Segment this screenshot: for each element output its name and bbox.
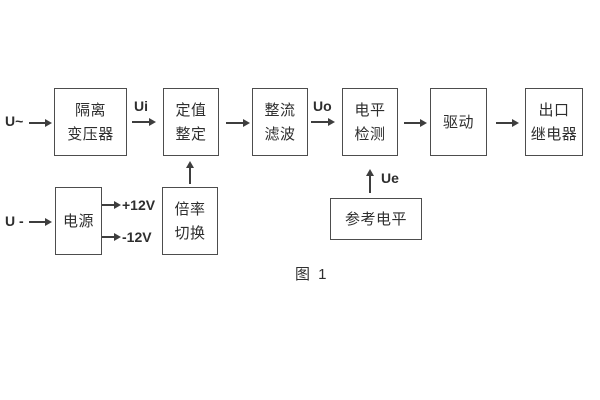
arrow-right-icon bbox=[102, 232, 121, 242]
block-text: 定值 bbox=[175, 101, 207, 119]
arrow-right-icon bbox=[102, 200, 121, 210]
block-text: 驱动 bbox=[442, 113, 474, 131]
block-text: 整定 bbox=[175, 125, 207, 143]
block-text: 检测 bbox=[354, 125, 386, 143]
block-output-relay: 出口 继电器 bbox=[525, 88, 583, 156]
arrow-right-icon bbox=[226, 118, 250, 128]
arrow-right-icon bbox=[29, 217, 52, 227]
ui-signal-label: Ui bbox=[134, 98, 148, 114]
uo-signal-label: Uo bbox=[313, 98, 332, 114]
block-power-supply: 电源 bbox=[55, 187, 102, 255]
block-text: 参考电平 bbox=[344, 210, 407, 228]
arrow-right-icon bbox=[404, 118, 427, 128]
block-reference-level: 参考电平 bbox=[330, 198, 422, 240]
block-driver: 驱动 bbox=[430, 88, 487, 156]
arrow-right-icon bbox=[29, 118, 52, 128]
arrow-right-icon bbox=[496, 118, 519, 128]
block-text: 倍率 bbox=[174, 200, 206, 218]
arrow-up-icon bbox=[185, 161, 195, 184]
minus-12v-label: -12V bbox=[122, 229, 152, 245]
arrow-right-icon bbox=[132, 117, 156, 127]
figure-caption: 图 1 bbox=[295, 266, 329, 283]
block-text: 滤波 bbox=[264, 125, 296, 143]
arrow-up-icon bbox=[365, 169, 375, 193]
block-text: 电平 bbox=[354, 101, 386, 119]
block-level-detection: 电平 检测 bbox=[342, 88, 398, 156]
ue-signal-label: Ue bbox=[381, 170, 399, 186]
plus-12v-label: +12V bbox=[122, 197, 156, 213]
block-text: 隔离 bbox=[74, 101, 106, 119]
block-ratio-switch: 倍率 切换 bbox=[162, 187, 218, 255]
arrow-right-icon bbox=[311, 117, 335, 127]
block-isolation-transformer: 隔离 变压器 bbox=[54, 88, 127, 156]
block-text: 继电器 bbox=[530, 125, 578, 143]
block-text: 切换 bbox=[174, 224, 206, 242]
ac-input-label: U~ bbox=[5, 113, 24, 129]
block-rectifier-filter: 整流 滤波 bbox=[252, 88, 308, 156]
block-text: 整流 bbox=[264, 101, 296, 119]
block-text: 变压器 bbox=[67, 125, 114, 143]
block-text: 电源 bbox=[62, 212, 94, 230]
block-setting-adjust: 定值 整定 bbox=[163, 88, 219, 156]
dc-input-label: U - bbox=[5, 213, 24, 229]
block-text: 出口 bbox=[538, 101, 570, 119]
